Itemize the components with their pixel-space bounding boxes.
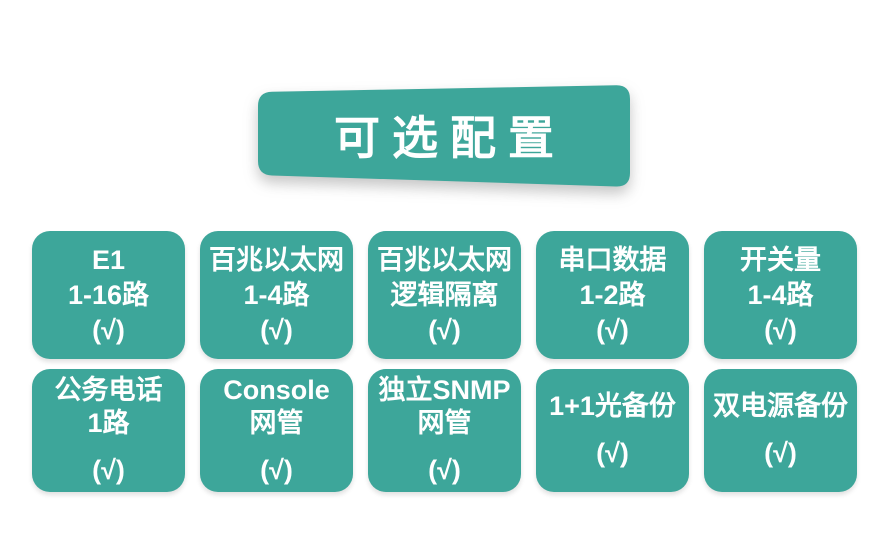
option-card-title: 串口数据 [558,244,667,275]
options-row-2: 公务电话 1路 (√) Console 网管 (√) 独立SNMP 网管 (√)… [32,369,857,492]
option-card-optical-backup: 1+1光备份 (√) [536,369,689,492]
option-card-ethernet-isolation: 百兆以太网 逻辑隔离 (√) [368,231,521,359]
option-card-title: E1 [91,244,126,275]
option-card-title: 双电源备份 [713,391,848,421]
option-card-subtitle: 网管 [417,407,472,438]
option-card-snmp-nm: 独立SNMP 网管 (√) [368,369,521,492]
option-card-title: Console [223,374,330,405]
banner-title: 可选配置 [334,112,566,164]
check-indicator: (√) [596,438,629,468]
option-card-switch-signal: 开关量 1-4路 (√) [704,231,857,359]
option-card-title: 公务电话 [54,374,163,405]
option-card-title: 开关量 [740,244,821,275]
option-card-title: 百兆以太网 [377,244,512,275]
check-indicator: (√) [428,454,461,485]
options-row-1: E1 1-16路 (√) 百兆以太网 1-4路 (√) 百兆以太网 逻辑隔离 (… [32,231,857,359]
check-indicator: (√) [428,314,461,345]
banner-shape [258,85,630,187]
option-card-subtitle: 逻辑隔离 [390,279,499,310]
option-card-serial-data: 串口数据 1-2路 (√) [536,231,689,359]
option-card-subtitle: 1-16路 [67,279,150,310]
banner-background [258,85,630,187]
option-card-subtitle: 1路 [87,407,130,438]
check-indicator: (√) [596,314,629,345]
check-indicator: (√) [92,314,125,345]
check-indicator: (√) [260,454,293,485]
option-card-service-phone: 公务电话 1路 (√) [32,369,185,492]
option-card-dual-power: 双电源备份 (√) [704,369,857,492]
option-card-title: 1+1光备份 [549,391,676,421]
option-card-subtitle: 1-4路 [747,279,814,310]
option-card-title: 独立SNMP [378,374,511,405]
option-card-console-nm: Console 网管 (√) [200,369,353,492]
check-indicator: (√) [764,314,797,345]
check-indicator: (√) [92,454,125,485]
option-card-title: 百兆以太网 [209,244,344,275]
option-card-subtitle: 1-2路 [579,279,646,310]
option-card-fast-ethernet: 百兆以太网 1-4路 (√) [200,231,353,359]
option-card-subtitle: 网管 [249,407,304,438]
option-card-e1: E1 1-16路 (√) [32,231,185,359]
check-indicator: (√) [260,314,293,345]
check-indicator: (√) [764,438,797,468]
option-card-subtitle: 1-4路 [243,279,310,310]
